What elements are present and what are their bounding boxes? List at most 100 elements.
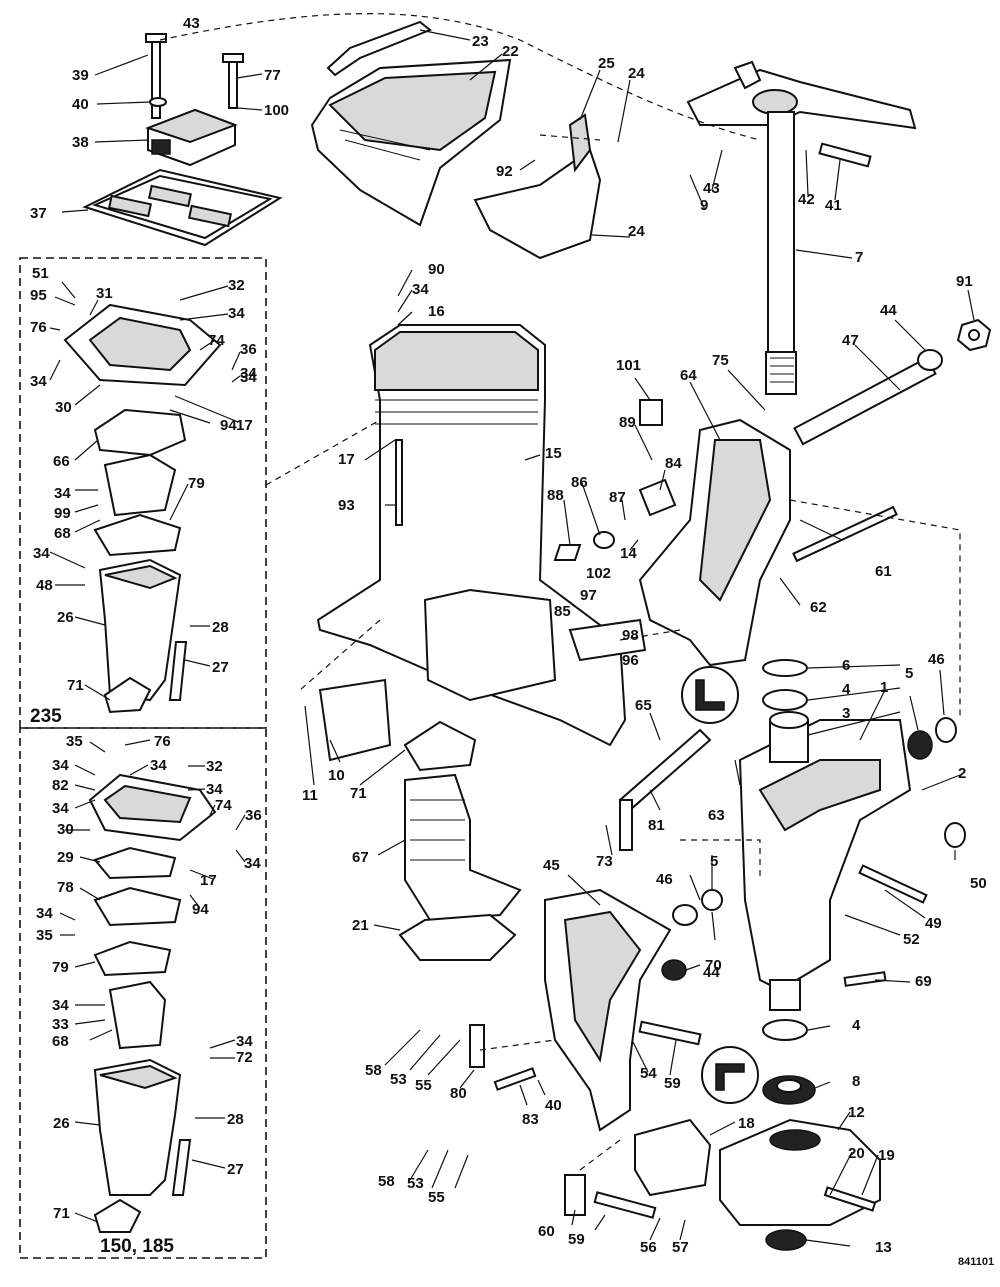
cover-pan-rear bbox=[473, 113, 602, 260]
callout-36: 36 bbox=[245, 807, 262, 824]
callout-61: 61 bbox=[875, 563, 892, 580]
callout-56: 56 bbox=[640, 1239, 657, 1256]
callout-91: 91 bbox=[956, 273, 973, 290]
callout-7: 7 bbox=[855, 249, 863, 266]
callout-76: 76 bbox=[30, 319, 47, 336]
callout-17: 17 bbox=[338, 451, 355, 468]
callout-27: 27 bbox=[212, 659, 229, 676]
callout-69: 69 bbox=[915, 973, 932, 990]
bushing-3 bbox=[769, 711, 809, 763]
callout-8: 8 bbox=[852, 1073, 860, 1090]
bolt-54 bbox=[638, 1020, 702, 1046]
adapter-30-150 bbox=[88, 773, 217, 842]
callout-34: 34 bbox=[33, 545, 50, 562]
callout-32: 32 bbox=[206, 758, 223, 775]
callout-47: 47 bbox=[842, 332, 859, 349]
callout-85: 85 bbox=[554, 603, 571, 620]
block-68-150 bbox=[108, 980, 167, 1050]
callout-66: 66 bbox=[53, 453, 70, 470]
bolt-59-lower bbox=[593, 1191, 657, 1219]
gasket-79-235 bbox=[93, 513, 182, 557]
callout-59: 59 bbox=[664, 1075, 681, 1092]
ring-4-lower bbox=[762, 1019, 808, 1041]
callout-94: 94 bbox=[192, 901, 209, 918]
steering-arm bbox=[686, 60, 917, 130]
callout-77: 77 bbox=[264, 67, 281, 84]
callout-70: 70 bbox=[705, 957, 722, 974]
callout-30: 30 bbox=[57, 821, 74, 838]
gasket-71-235 bbox=[103, 676, 152, 714]
callout-29: 29 bbox=[57, 849, 74, 866]
callout-14: 14 bbox=[620, 545, 637, 562]
callout-35: 35 bbox=[36, 927, 53, 944]
callout-34: 34 bbox=[150, 757, 167, 774]
callout-98: 98 bbox=[622, 627, 639, 644]
callout-64: 64 bbox=[680, 367, 697, 384]
bolt-83 bbox=[493, 1067, 537, 1091]
callout-68: 68 bbox=[52, 1033, 69, 1050]
callout-74: 74 bbox=[215, 797, 232, 814]
callout-86: 86 bbox=[571, 474, 588, 491]
callout-10: 10 bbox=[328, 767, 345, 784]
callout-19: 19 bbox=[878, 1147, 895, 1164]
callout-33: 33 bbox=[52, 1016, 69, 1033]
callout-38: 38 bbox=[72, 134, 89, 151]
callout-43: 43 bbox=[703, 180, 720, 197]
callout-60: 60 bbox=[538, 1223, 555, 1240]
callout-90: 90 bbox=[428, 261, 445, 278]
hose-27-150 bbox=[171, 1139, 192, 1196]
callout-71: 71 bbox=[67, 677, 84, 694]
bushing-5-upper bbox=[907, 730, 933, 760]
spacer-5-lower bbox=[701, 889, 723, 911]
callout-1: 1 bbox=[880, 679, 888, 696]
callout-34: 34 bbox=[236, 1033, 253, 1050]
callout-71: 71 bbox=[53, 1205, 70, 1222]
leader-lines bbox=[49, 29, 975, 1247]
callout-81: 81 bbox=[648, 817, 665, 834]
callout-5: 5 bbox=[905, 665, 913, 682]
left-indicator-icon bbox=[681, 666, 739, 724]
pin-49 bbox=[858, 864, 928, 904]
callout-3: 3 bbox=[842, 705, 850, 722]
gasket-71-150 bbox=[93, 1198, 142, 1233]
callout-83: 83 bbox=[522, 1111, 539, 1128]
callout-44: 44 bbox=[703, 964, 720, 981]
callout-74: 74 bbox=[208, 332, 225, 349]
pin-61 bbox=[792, 505, 898, 563]
figure-id: 841101 bbox=[958, 1256, 994, 1268]
callout-numbers: 1 2 3 4 4 5 5 6 7 8 9 10 11 12 13 14 15 … bbox=[30, 15, 987, 1256]
callout-53: 53 bbox=[407, 1175, 424, 1192]
callout-34: 34 bbox=[52, 800, 69, 817]
ring-13 bbox=[765, 1229, 807, 1251]
gasket-29 bbox=[93, 846, 177, 880]
callout-37: 37 bbox=[30, 205, 47, 222]
callout-28: 28 bbox=[227, 1111, 244, 1128]
callout-65: 65 bbox=[635, 697, 652, 714]
callout-73: 73 bbox=[596, 853, 613, 870]
lower-motor-cover bbox=[310, 58, 512, 227]
gasket-78 bbox=[93, 886, 182, 927]
callout-26: 26 bbox=[57, 609, 74, 626]
assembly-lines bbox=[159, 13, 961, 1171]
right-indicator-icon bbox=[701, 1046, 759, 1104]
callout-36: 36 bbox=[240, 341, 257, 358]
callout-55: 55 bbox=[428, 1189, 445, 1206]
callout-34: 34 bbox=[52, 757, 69, 774]
callout-100: 100 bbox=[264, 102, 289, 119]
callout-11: 11 bbox=[302, 787, 318, 804]
callout-43: 43 bbox=[183, 15, 200, 32]
steering-tube bbox=[765, 111, 797, 395]
callout-34: 34 bbox=[206, 781, 223, 798]
callout-17: 17 bbox=[236, 417, 253, 434]
callout-79: 79 bbox=[52, 959, 69, 976]
adapter-30-235 bbox=[63, 303, 222, 387]
callout-58: 58 bbox=[378, 1173, 395, 1190]
callout-21: 21 bbox=[352, 917, 369, 934]
callout-78: 78 bbox=[57, 879, 74, 896]
bolt-41 bbox=[818, 142, 872, 168]
callout-95: 95 bbox=[30, 287, 47, 304]
callout-13: 13 bbox=[875, 1239, 892, 1256]
tube-26-150 bbox=[93, 1058, 182, 1196]
callout-15: 15 bbox=[545, 445, 562, 462]
exhaust-tube-67 bbox=[404, 773, 522, 922]
